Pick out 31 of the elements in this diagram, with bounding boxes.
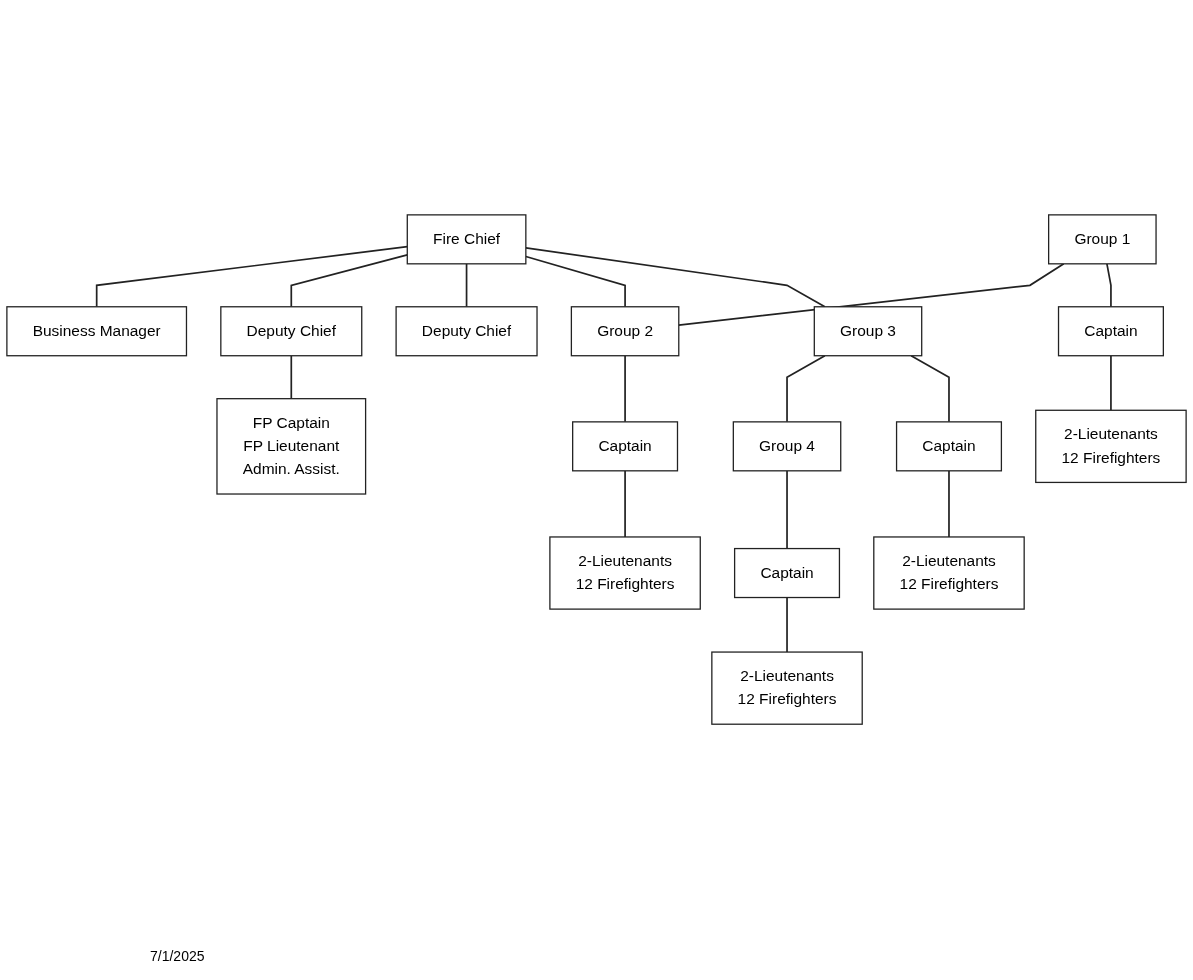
connector: [786, 597, 788, 654]
node-box: Group 4: [732, 421, 842, 472]
connector: [465, 263, 468, 309]
node-box: Captain: [895, 421, 1003, 472]
node-box: Business Manager: [6, 306, 188, 357]
connector: [1110, 355, 1112, 412]
connector: [624, 355, 626, 424]
node-box: Group 2: [570, 306, 680, 357]
node-box: Captain: [733, 548, 841, 599]
node-box: 2-Lieutenants 12 Firefighters: [1035, 410, 1187, 484]
node-box: Group 3: [813, 306, 923, 357]
node-box: Group 1: [1048, 214, 1157, 265]
node-box: Captain: [572, 421, 679, 472]
node-box: 2-Lieutenants 12 Firefighters: [549, 536, 701, 611]
node-box: 2-Lieutenants 12 Firefighters: [711, 651, 863, 726]
connector: [290, 355, 293, 400]
connector: [948, 470, 950, 539]
node-box: Captain: [1057, 306, 1164, 357]
node-box: Deputy Chief: [395, 306, 538, 357]
date-note: 7/1/2025: [150, 948, 205, 964]
connector: [624, 470, 626, 539]
node-box: FP Captain FP Lieutenant Admin. Assist.: [216, 398, 367, 496]
connector: [786, 355, 826, 424]
node-box: Deputy Chief: [220, 306, 363, 357]
node-box: Fire Chief: [406, 214, 527, 265]
connector: [786, 470, 788, 550]
node-box: 2-Lieutenants 12 Firefighters: [873, 536, 1025, 611]
connector: [1106, 263, 1112, 309]
connector: [525, 247, 826, 309]
connector: [910, 355, 950, 424]
connector: [525, 256, 626, 309]
